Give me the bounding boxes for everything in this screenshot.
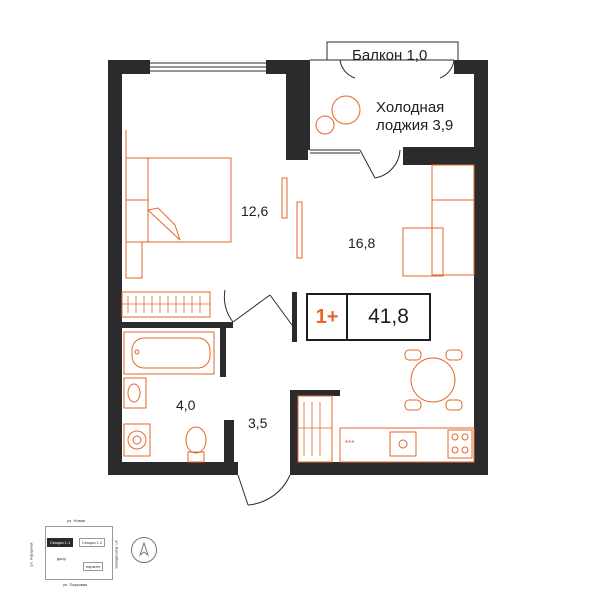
balcony-label: Балкон 1,0 <box>352 47 428 64</box>
street-west: ул. Аграрная <box>28 542 34 567</box>
bedroom-area-label: 12,6 <box>241 203 269 219</box>
hall-area-label: 3,5 <box>248 415 268 431</box>
site-plan: ул. Новая ул. Парковая ул. Аграрная ул. … <box>28 518 123 588</box>
compass-icon <box>131 537 157 563</box>
loggia-label-line2: лоджия 3,9 <box>376 117 454 134</box>
street-south: ул. Парковая <box>63 582 88 587</box>
living-area-label: 16,8 <box>348 235 376 251</box>
section-current: Секция 1.1 <box>47 538 74 547</box>
total-area: 41,8 <box>368 305 409 328</box>
doors <box>223 59 455 506</box>
section-other: Секция 1.2 <box>79 538 106 547</box>
parking-label: паркинг <box>83 562 104 571</box>
bathroom-area-label: 4,0 <box>176 397 196 413</box>
loggia-label-line1: Холодная <box>376 99 445 116</box>
windows <box>150 41 459 154</box>
room-count: 1+ <box>308 295 348 339</box>
furniture: *** <box>121 95 475 463</box>
yard-label: двор <box>57 556 66 561</box>
street-north: ул. Новая <box>67 518 86 523</box>
street-east: ул. Балтийская <box>114 540 120 569</box>
walls <box>108 60 488 475</box>
apartment-summary-badge: 1+ 41,8 <box>306 293 431 341</box>
svg-text:***: *** <box>345 439 354 448</box>
site-boundary <box>45 526 113 580</box>
